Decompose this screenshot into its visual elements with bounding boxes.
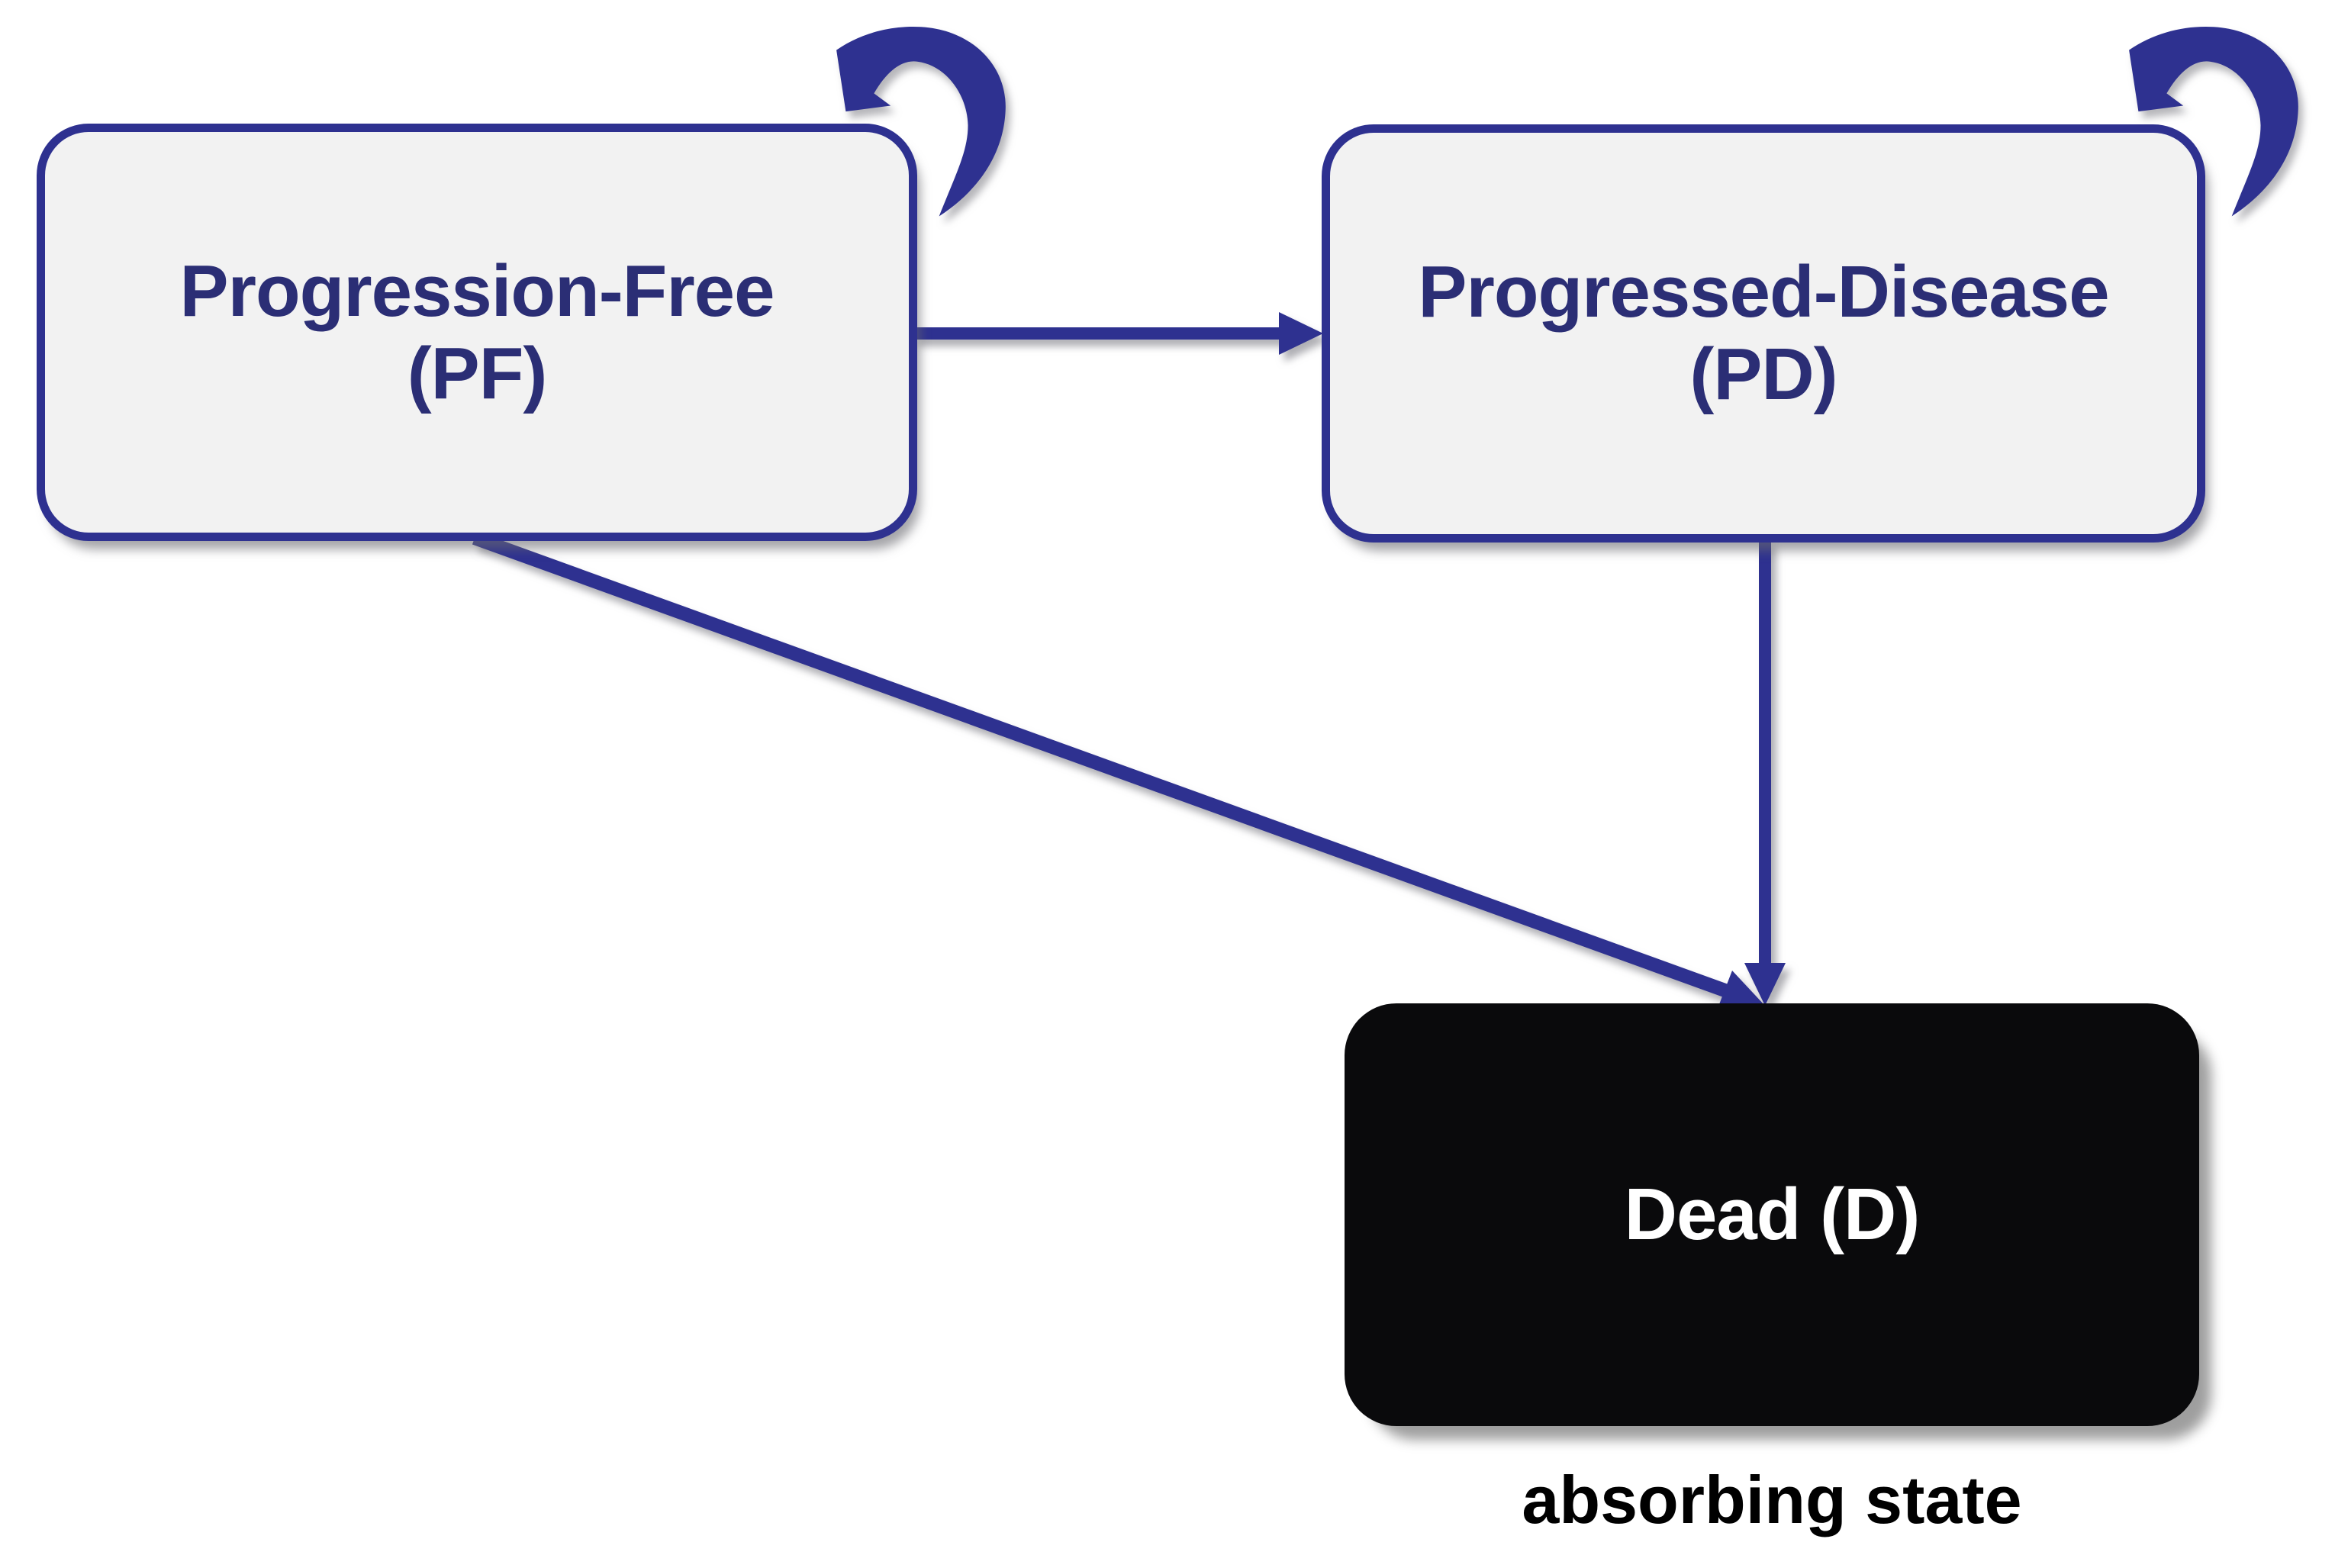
pf-self-loop-arrow-icon xyxy=(836,27,1006,217)
state-dead-text: Dead (D) xyxy=(1624,1174,1921,1256)
arrow-pf-to-pd xyxy=(913,312,1323,355)
state-pf-line2: (PF) xyxy=(407,332,548,414)
arrow-pf-to-dead xyxy=(472,531,1764,1010)
state-label-dead: Dead (D) xyxy=(1624,1174,1921,1256)
pd-self-loop-arrow-icon xyxy=(2129,27,2298,217)
state-label-progression-free: Progression-Free (PF) xyxy=(180,250,775,414)
state-pf-line1: Progression-Free xyxy=(179,250,775,332)
arrow-pd-to-dead xyxy=(1744,540,1786,1006)
state-pd-line1: Progressed-Disease xyxy=(1418,251,2109,333)
state-box-progression-free: Progression-Free (PF) xyxy=(37,124,917,541)
state-label-progressed-disease: Progressed-Disease (PD) xyxy=(1418,251,2109,415)
state-pd-line2: (PD) xyxy=(1689,333,1837,415)
state-box-dead: Dead (D) xyxy=(1345,1003,2199,1426)
absorbing-state-caption: absorbing state xyxy=(1522,1462,2022,1537)
state-box-progressed-disease: Progressed-Disease (PD) xyxy=(1322,124,2205,543)
